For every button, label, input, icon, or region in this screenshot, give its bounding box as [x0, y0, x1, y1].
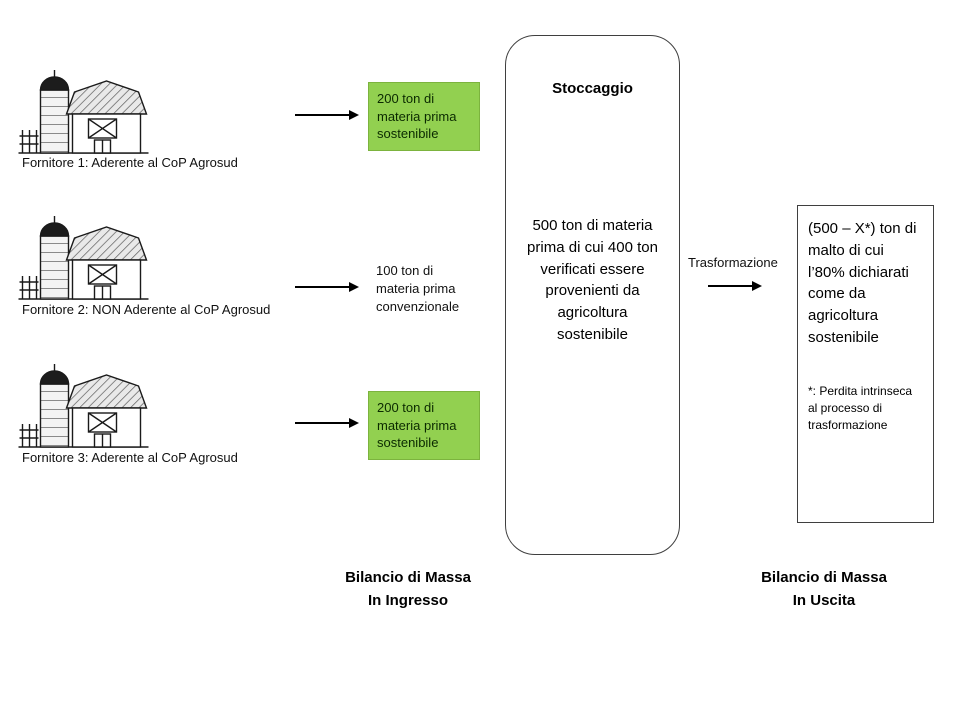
mass-balance-out-line2: In Uscita — [792, 591, 856, 609]
storage-container: Stoccaggio 500 ton di materia prima di c… — [505, 35, 680, 555]
flow-label-conventional: 100 ton di materia prima convenzionale — [376, 263, 460, 315]
output-box: (500 – X*) ton di malto di cui l’80% dic… — [797, 205, 934, 523]
mass-balance-in-label: Bilancio di Massa In Ingresso — [318, 567, 498, 612]
flow-arrow-3 — [295, 418, 359, 428]
storage-title: Stoccaggio — [552, 80, 633, 97]
farm-icon — [15, 360, 153, 452]
storage-body: 500 ton di materia prima di cui 400 ton … — [527, 217, 658, 343]
mass-balance-in-line2: In Ingresso — [367, 591, 449, 609]
supplier-2-label: Fornitore 2: NON Aderente al CoP Agrosud — [22, 302, 271, 317]
flow-arrow-1 — [295, 110, 359, 120]
output-main-text: (500 – X*) ton di malto di cui l’80% dic… — [808, 220, 917, 346]
flow-box-sustainable-2: 200 ton di materia prima sostenibile — [368, 391, 480, 460]
transformation-label: Trasformazione — [688, 255, 778, 270]
mass-balance-in-line1: Bilancio di Massa — [345, 569, 471, 586]
supplier-1-label: Fornitore 1: Aderente al CoP Agrosud — [22, 155, 238, 170]
mass-balance-out-line1: Bilancio di Massa — [761, 569, 887, 586]
farm-icon — [15, 212, 153, 304]
flow-arrow-2 — [295, 282, 359, 292]
transformation-arrow — [708, 281, 762, 291]
supplier-3-label: Fornitore 3: Aderente al CoP Agrosud — [22, 450, 238, 465]
flow-box-sustainable-1: 200 ton di materia prima sostenibile — [368, 82, 480, 151]
mass-balance-out-label: Bilancio di Massa In Uscita — [734, 567, 914, 612]
output-note: *: Perdita intrinseca al processo di tra… — [808, 383, 913, 433]
farm-icon — [15, 66, 153, 158]
